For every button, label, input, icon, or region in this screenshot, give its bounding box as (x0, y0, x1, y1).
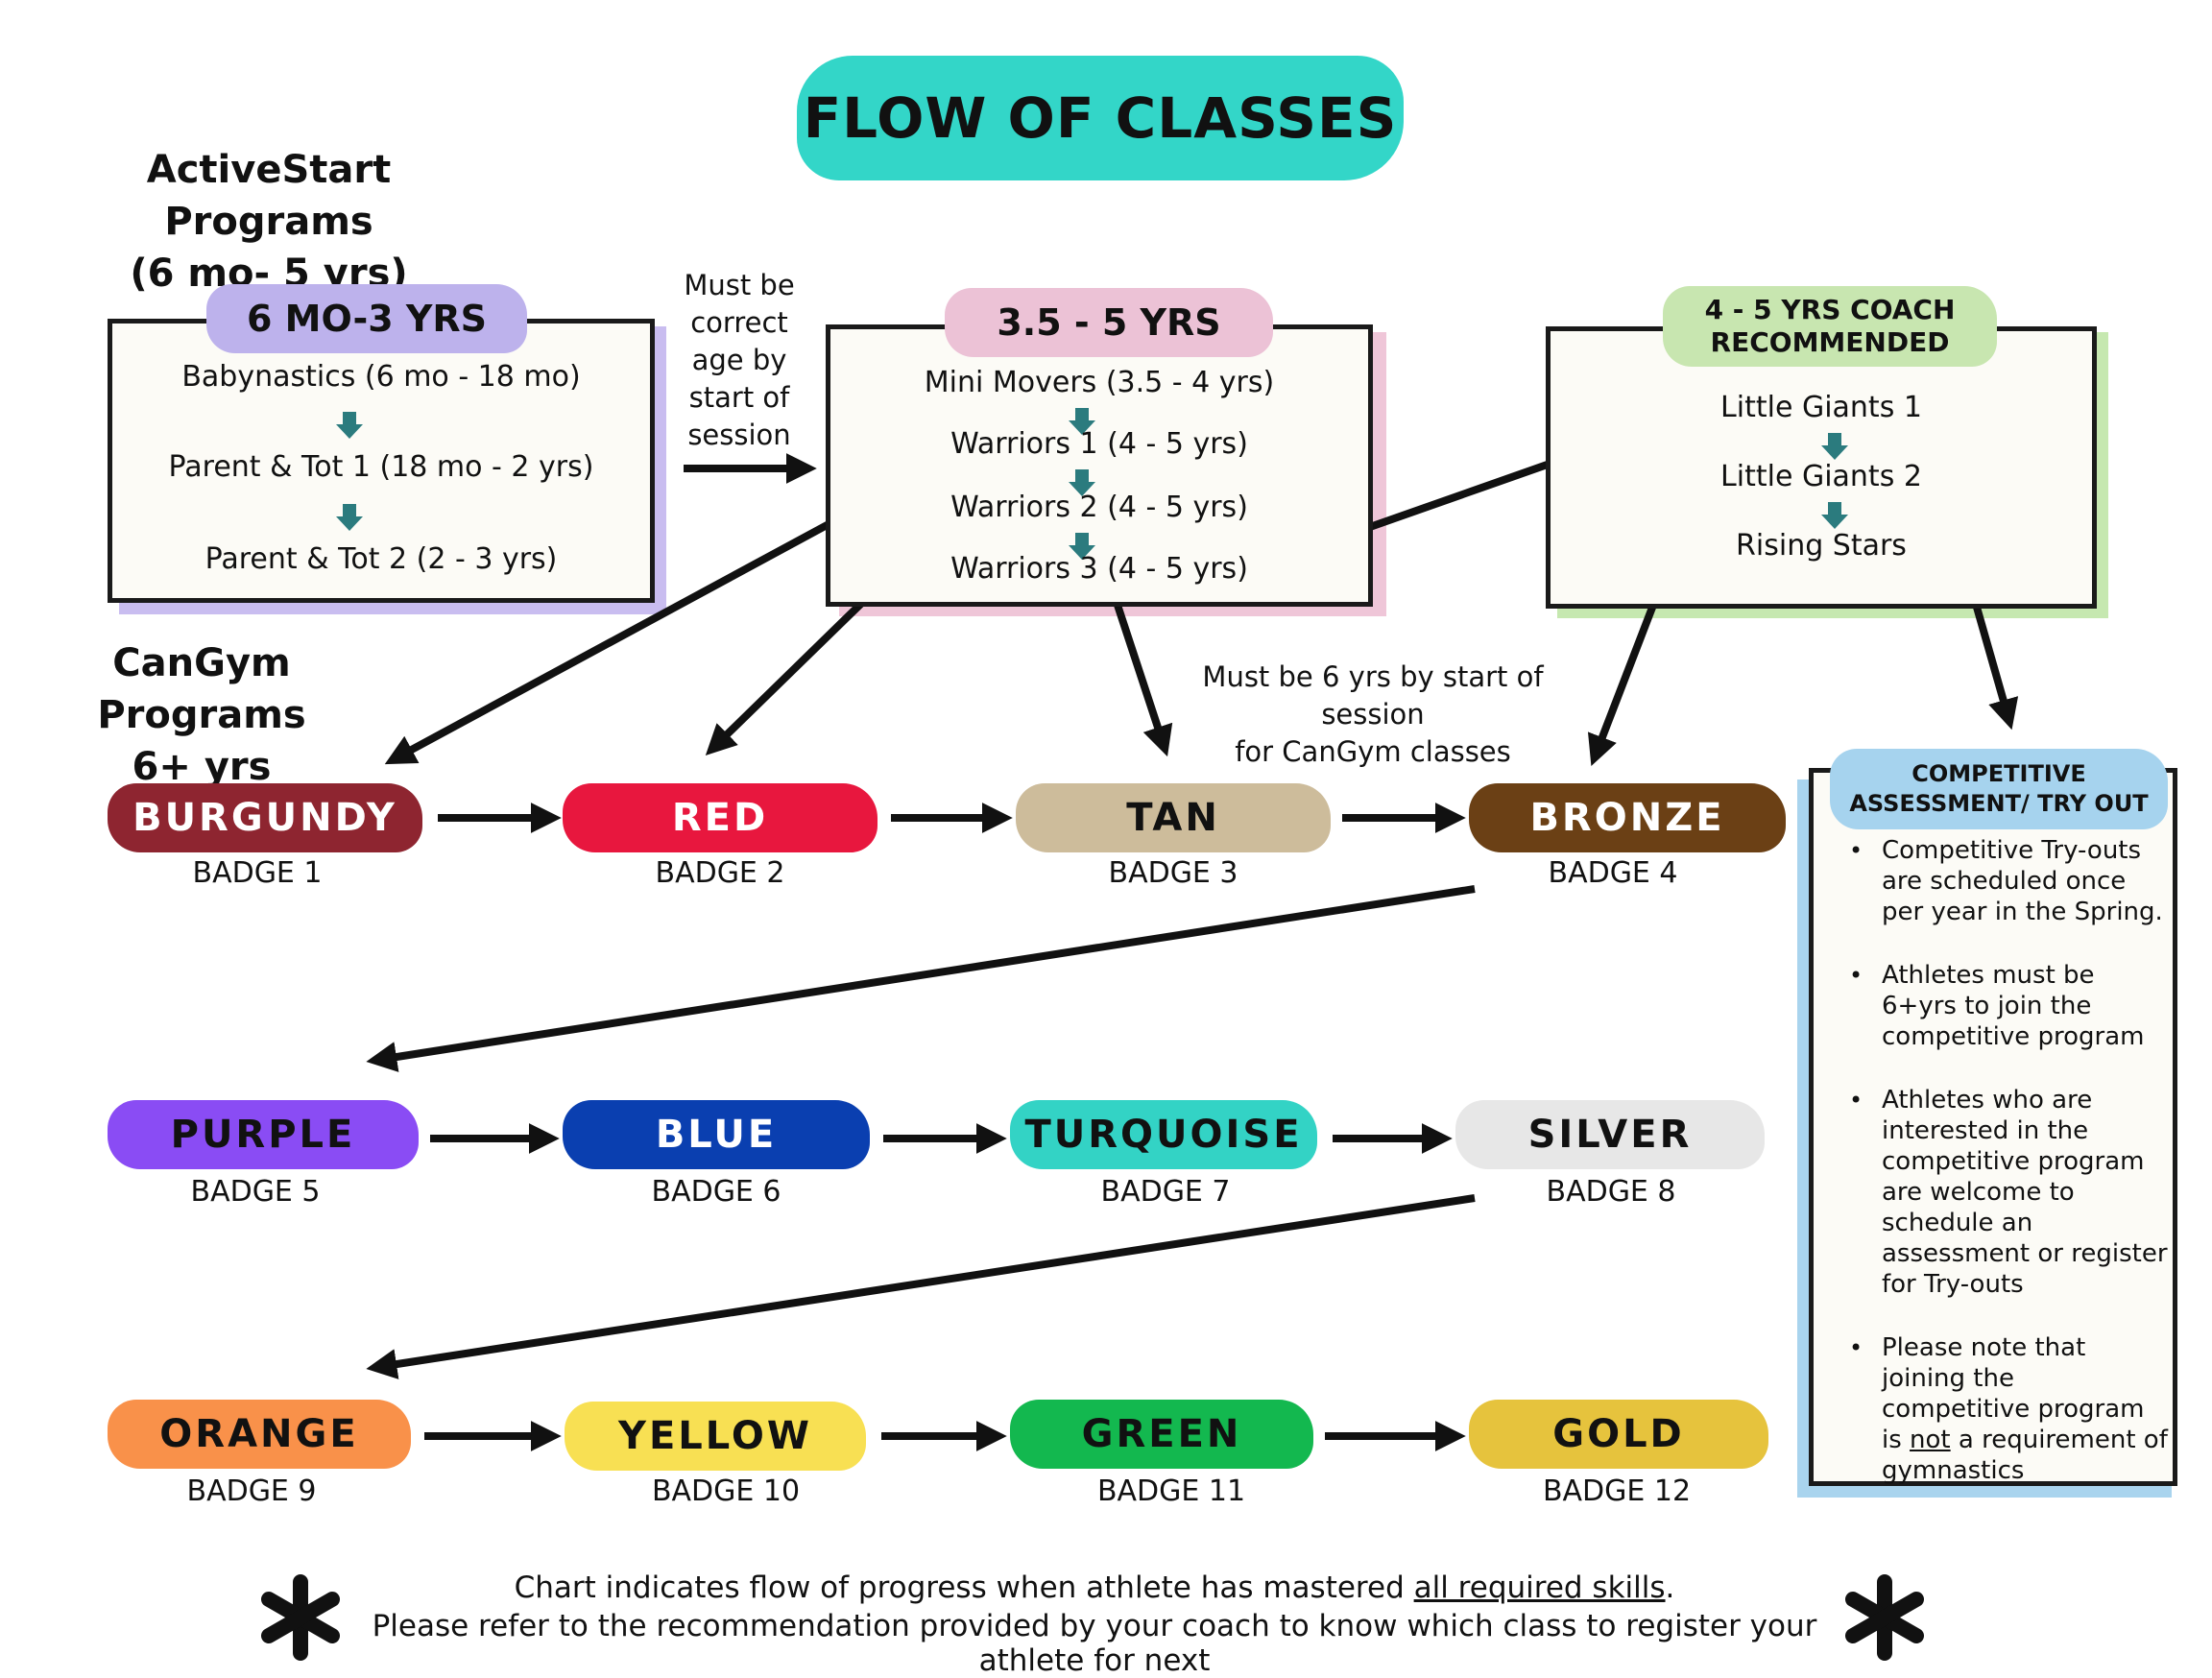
badge-bronze: BRONZE (1469, 783, 1786, 852)
badge-orange-label: BADGE 9 (186, 1474, 317, 1508)
class-parent-tot-2: Parent & Tot 2 (2 - 3 yrs) (204, 542, 558, 576)
tag-4-5yrs-coach: 4 - 5 YRS COACH RECOMMENDED (1663, 286, 1997, 367)
tag-3-5-5yrs-text: 3.5 - 5 YRS (997, 301, 1221, 344)
badge-blue-label: BADGE 6 (651, 1175, 781, 1209)
note-line: Must be 6 yrs by start of session (1202, 660, 1544, 731)
class-rising-stars: Rising Stars (1736, 529, 1907, 563)
class-parent-tot-1: Parent & Tot 1 (18 mo - 2 yrs) (168, 450, 594, 484)
title-banner: FLOW OF CLASSES (797, 56, 1404, 180)
badge-red-name: RED (671, 796, 769, 840)
badge-burgundy: BURGUNDY (108, 783, 422, 852)
badge-bronze-name: BRONZE (1529, 796, 1725, 840)
footer-line-1: Chart indicates flow of progress when at… (326, 1570, 1863, 1605)
box-6mo-3yrs: Babynastics (6 mo - 18 mo) Parent & Tot … (108, 319, 655, 603)
competitive-item: Competitive Try-outs are scheduled once … (1843, 835, 2170, 927)
note-correct-age: Must be correct age by start of session (672, 267, 806, 454)
class-warriors-2: Warriors 2 (4 - 5 yrs) (950, 491, 1248, 524)
competitive-underlined: not (1910, 1426, 1951, 1454)
tag-6mo-3yrs: 6 MO-3 YRS (206, 284, 527, 353)
class-little-giants-2: Little Giants 2 (1720, 460, 1922, 493)
note-line: for CanGym classes (1235, 735, 1511, 768)
badge-turquoise-name: TURQUOISE (1024, 1113, 1303, 1157)
competitive-text: a requirement of gymnastics (1882, 1426, 2168, 1485)
tag-4-5yrs-line1: 4 - 5 YRS COACH (1704, 294, 1956, 325)
box-3-5-5yrs: Mini Movers (3.5 - 4 yrs) Warriors 1 (4 … (826, 324, 1373, 607)
competitive-text: Please note that joining the competitive… (1882, 1333, 2145, 1454)
tag-competitive: COMPETITIVE ASSESSMENT/ TRY OUT (1830, 749, 2168, 829)
badge-yellow: YELLOW (565, 1402, 866, 1471)
box-4-5yrs-coach: Little Giants 1 Little Giants 2 Rising S… (1546, 326, 2097, 609)
badge-tan-name: TAN (1126, 796, 1220, 840)
competitive-item-last: Please note that joining the competitive… (1843, 1332, 2170, 1486)
badge-green-label: BADGE 11 (1096, 1474, 1246, 1508)
badge-gold-label: BADGE 12 (1542, 1474, 1692, 1508)
asterisk-icon (1845, 1574, 1924, 1661)
badge-green-name: GREEN (1081, 1412, 1242, 1456)
badge-tan: TAN (1016, 783, 1331, 852)
badge-yellow-name: YELLOW (618, 1414, 812, 1458)
arrow-bronze-to-purple (366, 885, 1476, 1072)
badge-blue-name: BLUE (655, 1113, 778, 1157)
note-six-yrs: Must be 6 yrs by start of session for Ca… (1152, 659, 1594, 771)
class-babynastics: Babynastics (6 mo - 18 mo) (181, 360, 581, 394)
class-warriors-3: Warriors 3 (4 - 5 yrs) (950, 552, 1248, 586)
badge-silver-name: SILVER (1527, 1113, 1693, 1157)
class-warriors-1: Warriors 1 (4 - 5 yrs) (950, 427, 1248, 461)
note-line: session (687, 419, 791, 451)
cangym-subtitle: 6+ yrs (132, 745, 272, 789)
note-line: correct (690, 306, 788, 339)
activestart-title: ActiveStart Programs (146, 148, 392, 244)
badge-tan-label: BADGE 3 (1108, 856, 1238, 890)
badge-red: RED (563, 783, 878, 852)
class-little-giants-1: Little Giants 1 (1720, 391, 1922, 424)
tag-competitive-line1: COMPETITIVE (1911, 760, 2086, 787)
note-line: age by (691, 344, 787, 376)
tag-6mo-3yrs-text: 6 MO-3 YRS (246, 298, 488, 340)
arrow-silver-to-orange (366, 1194, 1476, 1379)
badge-purple-name: PURPLE (170, 1113, 356, 1157)
tag-3-5-5yrs: 3.5 - 5 YRS (945, 288, 1273, 357)
footer-text: . (1665, 1570, 1675, 1605)
badge-purple-label: BADGE 5 (190, 1175, 321, 1209)
cangym-title: CanGym Programs (97, 641, 306, 737)
badge-purple: PURPLE (108, 1100, 419, 1169)
badge-turquoise-label: BADGE 7 (1100, 1175, 1231, 1209)
badge-burgundy-name: BURGUNDY (132, 796, 397, 840)
page-title: FLOW OF CLASSES (803, 85, 1398, 151)
badge-silver: SILVER (1455, 1100, 1765, 1169)
footer-line-2: Please refer to the recommendation provi… (372, 1609, 1817, 1678)
asterisk-icon (261, 1574, 340, 1661)
badge-orange-name: ORANGE (159, 1412, 359, 1456)
badge-red-label: BADGE 2 (655, 856, 785, 890)
badge-blue: BLUE (563, 1100, 870, 1169)
badge-yellow-label: BADGE 10 (651, 1474, 801, 1508)
competitive-item: Athletes who are interested in the compe… (1843, 1085, 2170, 1300)
badge-bronze-label: BADGE 4 (1548, 856, 1678, 890)
badge-orange: ORANGE (108, 1400, 411, 1469)
badge-green: GREEN (1010, 1400, 1313, 1469)
cangym-heading: CanGym Programs 6+ yrs (19, 637, 384, 793)
badge-turquoise: TURQUOISE (1010, 1100, 1317, 1169)
class-mini-movers: Mini Movers (3.5 - 4 yrs) (924, 366, 1275, 399)
badge-silver-label: BADGE 8 (1546, 1175, 1676, 1209)
activestart-heading: ActiveStart Programs (6 mo- 5 yrs) (58, 144, 480, 300)
footer-text: Chart indicates flow of progress when at… (514, 1570, 1414, 1605)
tag-competitive-line2: ASSESSMENT/ TRY OUT (1849, 790, 2149, 817)
tag-4-5yrs-line2: RECOMMENDED (1710, 326, 1950, 358)
competitive-list: Competitive Try-outs are scheduled once … (1843, 835, 2170, 1519)
badge-gold-name: GOLD (1552, 1412, 1685, 1456)
badge-burgundy-label: BADGE 1 (192, 856, 323, 890)
badge-gold: GOLD (1469, 1400, 1768, 1469)
footer-underlined: all required skills (1413, 1570, 1666, 1605)
note-line: start of (688, 381, 790, 414)
competitive-item: Athletes must be 6+yrs to join the compe… (1843, 960, 2170, 1052)
note-line: Must be (684, 269, 795, 301)
